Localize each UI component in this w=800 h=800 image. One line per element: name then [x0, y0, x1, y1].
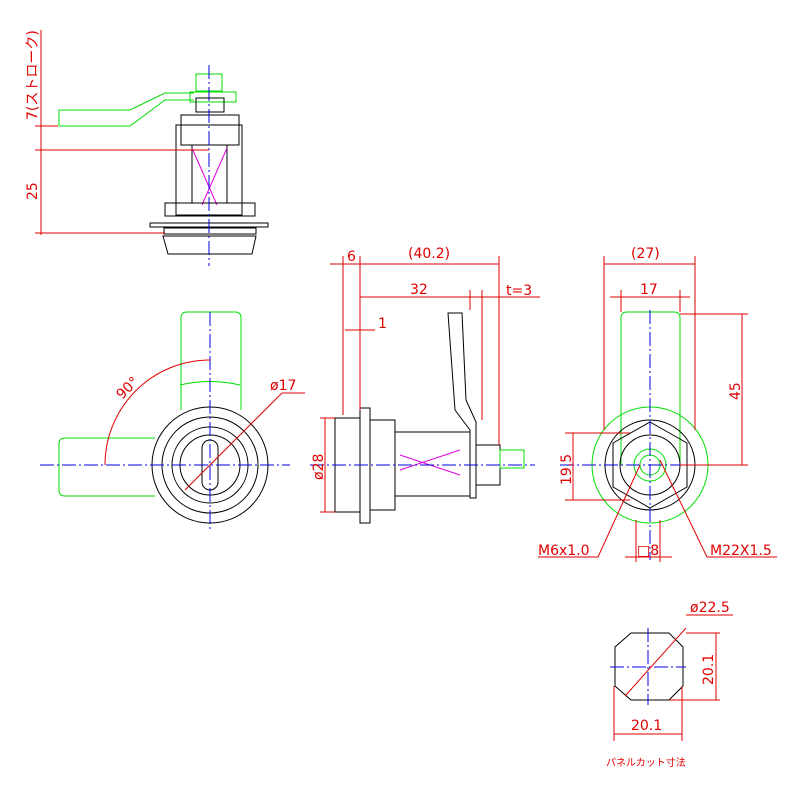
body-32-label: 32: [410, 282, 428, 298]
cam-open: [58, 92, 194, 126]
thread-m22-label: M22X1.5: [710, 543, 772, 559]
cam-length-45-label: 45: [728, 382, 744, 400]
angle-arc: [104, 359, 211, 466]
offset-19-5-label: 19.5: [559, 454, 575, 485]
key-diameter-label: ø17: [270, 378, 296, 394]
top-view: 7(ストローク) 25: [25, 30, 269, 266]
width-27-label: (27): [631, 246, 660, 262]
gap-1-label: 1: [378, 316, 387, 332]
height-20-1-label: 20.1: [701, 654, 717, 685]
side-view: 6 (40.2) 32 t=3 1 ø28: [310, 246, 540, 524]
diagonal-22-5-label: ø22.5: [690, 600, 730, 616]
cam: [447, 312, 477, 499]
width-20-1-label: 20.1: [631, 718, 662, 734]
stroke-label: 7(ストローク): [25, 30, 41, 120]
end-view: (27) 17 45 19.5 M6x1.0 □8 M22X1.5: [538, 246, 777, 562]
diameter-28-label: ø28: [311, 454, 327, 480]
angle-label: 90°: [114, 374, 143, 403]
panel-cut-view: ø22.5 20.1 20.1 パネルカット寸法: [606, 600, 733, 769]
screw-m6-label: M6x1.0: [538, 543, 590, 559]
thickness-label: t=3: [506, 283, 532, 299]
flange-6-label: 6: [347, 249, 356, 265]
front-view: 90° ø17: [40, 311, 305, 530]
cam-up: [180, 311, 242, 410]
overall-length-label: (40.2): [408, 246, 450, 262]
height-25-label: 25: [25, 182, 41, 200]
square-8-label: □8: [637, 543, 659, 559]
cam-width-17-label: 17: [640, 282, 658, 298]
cam-side: [58, 437, 155, 497]
panel-cut-caption: パネルカット寸法: [606, 756, 686, 769]
